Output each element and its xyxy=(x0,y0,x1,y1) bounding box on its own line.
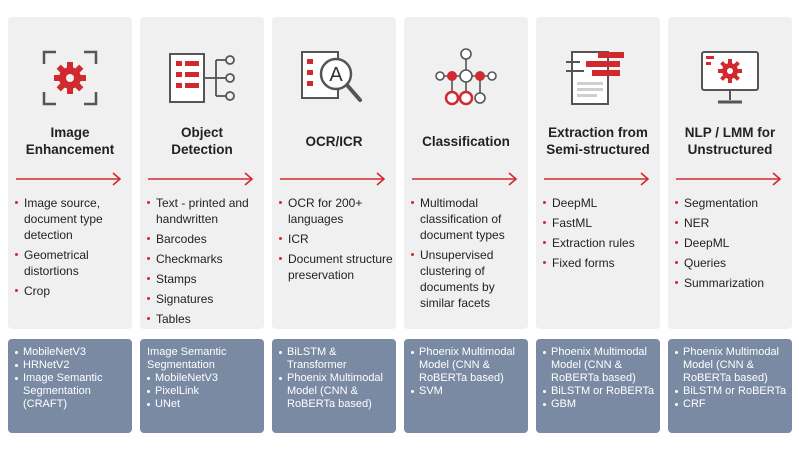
capability-item: Fixed forms xyxy=(543,255,657,271)
arrow-right-icon xyxy=(16,172,122,186)
arrow-right-icon xyxy=(412,172,518,186)
monitor-gear-icon xyxy=(668,37,792,119)
capability-item: Queries xyxy=(675,255,789,271)
model-footer: Phoenix Multimodal Model (CNN & RoBERTa … xyxy=(404,339,528,433)
model-item: Image Semantic Segmentation (CRAFT) xyxy=(15,372,129,411)
stage-card: Classification Multimodal classification… xyxy=(404,17,528,329)
model-list: Phoenix Multimodal Model (CNN & RoBERTa … xyxy=(543,346,657,411)
capability-item: DeepML xyxy=(543,195,657,211)
gear-in-frame-icon xyxy=(8,37,132,119)
object-tree-icon xyxy=(140,37,264,119)
model-item: UNet xyxy=(147,398,261,411)
capability-item: Extraction rules xyxy=(543,235,657,251)
ocr-magnifier-icon: A xyxy=(272,37,396,119)
capability-list: OCR for 200+ languages ICR Document stru… xyxy=(279,195,393,287)
model-footer: Image Semantic Segmentation MobileNetV3 … xyxy=(140,339,264,433)
model-footer: BiLSTM & Transformer Phoenix Multimodal … xyxy=(272,339,396,433)
model-item: Phoenix Multimodal Model (CNN & RoBERTa … xyxy=(675,346,789,385)
model-footer: Phoenix Multimodal Model (CNN & RoBERTa … xyxy=(668,339,792,433)
capability-item: NER xyxy=(675,215,789,231)
capability-item: Unsupervised clustering of documents by … xyxy=(411,247,525,311)
column-ocr-icr: A OCR/ICR OCR for 200+ languages ICR Doc… xyxy=(272,17,396,433)
arrow-right-icon xyxy=(676,172,782,186)
capability-item: DeepML xyxy=(675,235,789,251)
model-footer: Phoenix Multimodal Model (CNN & RoBERTa … xyxy=(536,339,660,433)
model-item: BiLSTM or RoBERTa xyxy=(675,385,789,398)
model-item: MobileNetV3 xyxy=(15,346,129,359)
model-item: Phoenix Multimodal Model (CNN & RoBERTa … xyxy=(411,346,525,385)
arrow-right-icon xyxy=(148,172,254,186)
capability-item: Crop xyxy=(15,283,129,299)
capability-item: Document structure preservation xyxy=(279,251,393,283)
capability-item: Summarization xyxy=(675,275,789,291)
model-item: Phoenix Multimodal Model (CNN & RoBERTa … xyxy=(279,372,393,411)
capability-item: ICR xyxy=(279,231,393,247)
model-list: Phoenix Multimodal Model (CNN & RoBERTa … xyxy=(675,346,789,411)
capability-item: Segmentation xyxy=(675,195,789,211)
svg-text:A: A xyxy=(329,64,343,86)
capability-item: Tables xyxy=(147,311,261,327)
model-item: MobileNetV3 xyxy=(147,372,261,385)
capability-list: Text - printed and handwritten Barcodes … xyxy=(147,195,261,331)
capability-item: Stamps xyxy=(147,271,261,287)
stage-card: A OCR/ICR OCR for 200+ languages ICR Doc… xyxy=(272,17,396,329)
column-classification: Classification Multimodal classification… xyxy=(404,17,528,433)
model-list: Phoenix Multimodal Model (CNN & RoBERTa … xyxy=(411,346,525,398)
capability-list: Segmentation NER DeepML Queries Summariz… xyxy=(675,195,789,295)
model-list: MobileNetV3 HRNetV2 Image Semantic Segme… xyxy=(15,346,129,411)
model-heading: Image Semantic Segmentation xyxy=(147,346,227,371)
stage-title: Classification xyxy=(422,133,510,149)
capability-list: DeepML FastML Extraction rules Fixed for… xyxy=(543,195,657,275)
capability-item: Checkmarks xyxy=(147,251,261,267)
capability-item: Geometrical distortions xyxy=(15,247,129,279)
capability-item: Barcodes xyxy=(147,231,261,247)
model-item: Phoenix Multimodal Model (CNN & RoBERTa … xyxy=(543,346,657,385)
model-item: BiLSTM or RoBERTa xyxy=(543,385,657,398)
stage-title: OCR/ICR xyxy=(305,133,363,149)
model-item: BiLSTM & Transformer xyxy=(279,346,393,372)
model-list: MobileNetV3 PixelLink UNet xyxy=(147,372,261,411)
capability-item: FastML xyxy=(543,215,657,231)
model-item: PixelLink xyxy=(147,385,261,398)
model-item: CRF xyxy=(675,398,789,411)
capability-item: OCR for 200+ languages xyxy=(279,195,393,227)
capability-item: Multimodal classification of document ty… xyxy=(411,195,525,243)
capability-item: Text - printed and handwritten xyxy=(147,195,261,227)
model-footer: MobileNetV3 HRNetV2 Image Semantic Segme… xyxy=(8,339,132,433)
capability-item: Image source, document type detection xyxy=(15,195,129,243)
capability-item: Signatures xyxy=(147,291,261,307)
model-list: BiLSTM & Transformer Phoenix Multimodal … xyxy=(279,346,393,411)
arrow-right-icon xyxy=(280,172,386,186)
network-nodes-icon xyxy=(404,37,528,119)
model-item: HRNetV2 xyxy=(15,359,129,372)
model-item: SVM xyxy=(411,385,525,398)
arrow-right-icon xyxy=(544,172,650,186)
document-extraction-icon xyxy=(536,37,660,119)
model-item: GBM xyxy=(543,398,657,411)
capability-list: Image source, document type detection Ge… xyxy=(15,195,129,303)
capability-list: Multimodal classification of document ty… xyxy=(411,195,525,315)
